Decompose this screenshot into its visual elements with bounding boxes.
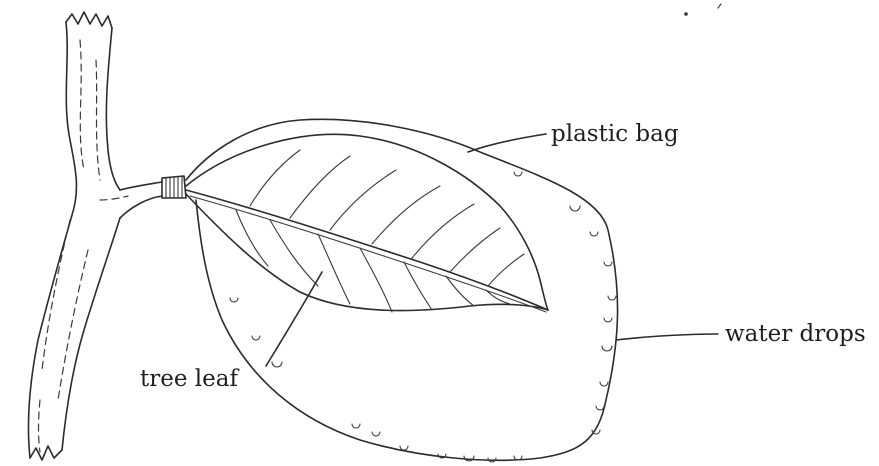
tree-leaf-label: tree leaf bbox=[140, 368, 238, 391]
tree-branch bbox=[28, 12, 162, 460]
tree-leaf-leader bbox=[266, 272, 322, 366]
water-drops bbox=[230, 172, 616, 462]
bag-tie bbox=[162, 176, 186, 198]
plastic-bag-leader bbox=[468, 134, 546, 152]
plastic-bag-label: plastic bag bbox=[551, 123, 679, 146]
water-drops-label: water drops bbox=[725, 323, 866, 346]
water-drops-leader bbox=[616, 334, 718, 340]
plastic-bag-outline bbox=[186, 119, 618, 460]
tree-leaf-drawing bbox=[186, 134, 548, 312]
stray-marks bbox=[684, 4, 721, 16]
